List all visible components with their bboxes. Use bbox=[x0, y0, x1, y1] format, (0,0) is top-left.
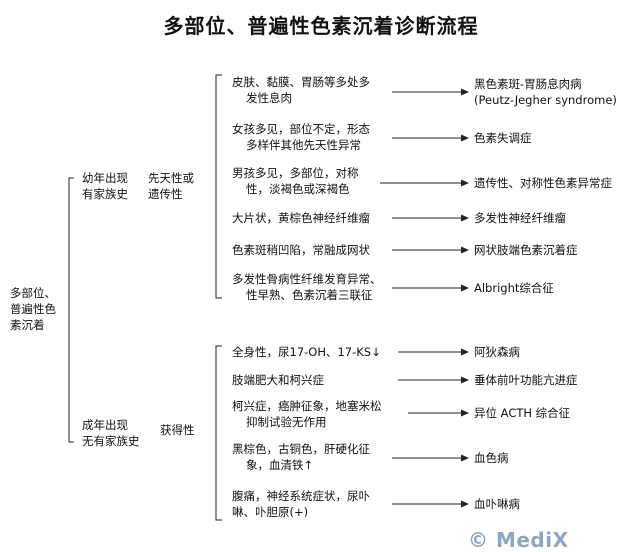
branch2-group: 成年出现无有家族史 bbox=[82, 418, 140, 448]
diagnosis-2: 色素失调症 bbox=[474, 131, 532, 145]
symptom-4: 大片状，黄棕色神经纤维瘤 bbox=[232, 211, 370, 225]
diagnosis-11: 血卟啉病 bbox=[474, 497, 520, 511]
watermark-logo: © MediX bbox=[468, 528, 569, 552]
branch2-bracket bbox=[215, 345, 222, 521]
diagnosis-10: 血色病 bbox=[474, 451, 509, 465]
symptom-8: 肢端肥大和柯兴症 bbox=[232, 373, 324, 387]
symptom-3: 男孩多见，多部位，对称性，淡褐色或深褐色 bbox=[232, 166, 359, 196]
symptom-7: 全身性，尿17-OH、17-KS↓ bbox=[232, 345, 381, 359]
symptom-2: 女孩多见，部位不定，形态多样伴其他先天性异常 bbox=[232, 122, 370, 152]
page-title: 多部位、普遍性色素沉着诊断流程 bbox=[163, 14, 479, 38]
branch1-group: 幼年出现有家族史 bbox=[82, 171, 128, 201]
symptom-10: 黑棕色，古铜色，肝硬化征象，血清铁↑ bbox=[232, 442, 370, 472]
symptom-5: 色素斑稍凹陷，常融成网状 bbox=[232, 243, 370, 257]
diagnosis-9: 异位 ACTH 综合征 bbox=[474, 406, 571, 420]
symptom-6: 多发性骨病性纤维发育异常、性早熟、色素沉着三联征 bbox=[232, 272, 382, 302]
diagnosis-4: 多发性神经纤维瘤 bbox=[474, 211, 566, 225]
arrows bbox=[380, 88, 469, 508]
branch1-cause: 先天性或遗传性 bbox=[148, 171, 194, 201]
symptom-11: 腹痛，神经系统症状，尿卟啉、卟胆原(+) bbox=[232, 489, 370, 519]
branch2-cause: 获得性 bbox=[160, 423, 195, 437]
symptom-9: 柯兴症，癌肿征象，地塞米松抑制试验无作用 bbox=[232, 399, 382, 429]
diagnosis-3: 遗传性、对称性色素异常症 bbox=[474, 176, 612, 190]
root-bracket bbox=[68, 177, 74, 443]
symptom-1: 皮肤、黏膜、胃肠等多处多发性息肉 bbox=[232, 75, 370, 105]
diagnosis-7: 阿狄森病 bbox=[474, 345, 520, 359]
branch1-bracket bbox=[215, 74, 222, 299]
diagnosis-8: 垂体前叶功能亢进症 bbox=[474, 373, 578, 387]
root-node: 多部位、普遍性色素沉着 bbox=[10, 286, 56, 332]
diagnosis-6: Albright综合征 bbox=[474, 281, 554, 295]
diagnosis-1: 黑色素斑-胃肠息肉病(Peutz-Jegher syndrome) bbox=[474, 77, 617, 107]
diagnosis-5: 网状肢端色素沉着症 bbox=[474, 243, 578, 257]
